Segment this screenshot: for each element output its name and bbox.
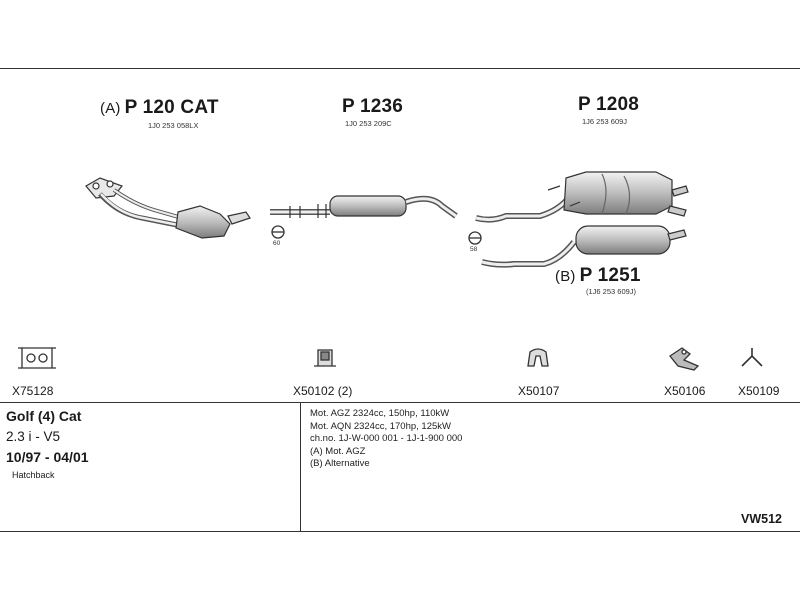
accessory-code-y-bracket: X50109 — [738, 384, 780, 398]
spec-list: Mot. AGZ 2324cc, 150hp, 110kW Mot. AQN 2… — [310, 408, 462, 471]
part-code: P 120 CAT — [124, 97, 219, 118]
part-code: P 1236 — [342, 96, 404, 117]
part-label-middle-silencer[interactable]: P 1236 — [342, 96, 403, 118]
vehicle-dates: 10/97 - 04/01 — [6, 449, 89, 465]
vehicle-engine: 2.3 i - V5 — [6, 429, 61, 444]
vehicle-body: Hatchback — [12, 470, 55, 480]
part-prefix: (A) — [100, 100, 121, 117]
diagram-frame — [0, 68, 800, 532]
accessory-code-rubber-hanger: X50107 — [518, 384, 560, 398]
part-code: P 1208 — [578, 94, 640, 115]
vehicle-name: Golf (4) Cat — [6, 408, 82, 424]
info-divider — [0, 402, 800, 403]
alt-rear-silencer-part[interactable] — [481, 225, 687, 268]
mounting-bracket-icon[interactable] — [314, 349, 336, 367]
spec-line: ch.no. 1J-W-000 001 - 1J-1-900 000 — [310, 433, 463, 445]
part-label-rear-silencer[interactable]: P 1208 — [578, 94, 639, 116]
part-ref-catalytic-converter: 1J0 253 058LX — [148, 121, 199, 130]
accessory-code-gasket: X75128 — [12, 384, 54, 398]
spec-line: Mot. AGZ 2324cc, 150hp, 110kW — [310, 408, 450, 419]
part-code: P 1251 — [579, 265, 641, 286]
gasket-icon[interactable] — [18, 347, 56, 369]
part-prefix: (B) — [555, 268, 576, 285]
info-column-divider — [300, 402, 301, 531]
part-ref-middle-silencer: 1J0 253 209C — [345, 119, 392, 128]
rubber-hanger-icon[interactable] — [527, 348, 549, 367]
part-ref-rear-silencer: 1J6 253 609J — [582, 117, 628, 126]
accessory-code-hanger-bracket: X50106 — [664, 384, 706, 398]
accessory-code-mounting-bracket: X50102 (2) — [293, 384, 353, 398]
y-bracket-icon[interactable] — [741, 348, 763, 367]
hanger-bracket-icon[interactable] — [669, 347, 700, 371]
clamp-icon[interactable] — [271, 225, 482, 245]
spec-line: (B) Alternative — [310, 458, 370, 470]
middle-silencer-part[interactable] — [270, 195, 458, 219]
catalytic-converter-part[interactable] — [85, 177, 251, 239]
clamp-size-label: 60 — [273, 240, 281, 247]
spec-line: Mot. AQN 2324cc, 170hp, 125kW — [310, 420, 451, 432]
part-ref-alt-rear-silencer: (1J6 253 609J) — [586, 287, 637, 296]
page-code: VW512 — [741, 512, 782, 526]
part-label-catalytic-converter[interactable]: (A)P 120 CAT — [100, 97, 219, 119]
rear-silencer-part[interactable] — [475, 171, 689, 223]
clamp-size-label: 58 — [470, 246, 478, 253]
spec-line: (A) Mot. AGZ — [310, 445, 366, 457]
part-label-alt-rear-silencer[interactable]: (B)P 1251 — [555, 265, 641, 287]
